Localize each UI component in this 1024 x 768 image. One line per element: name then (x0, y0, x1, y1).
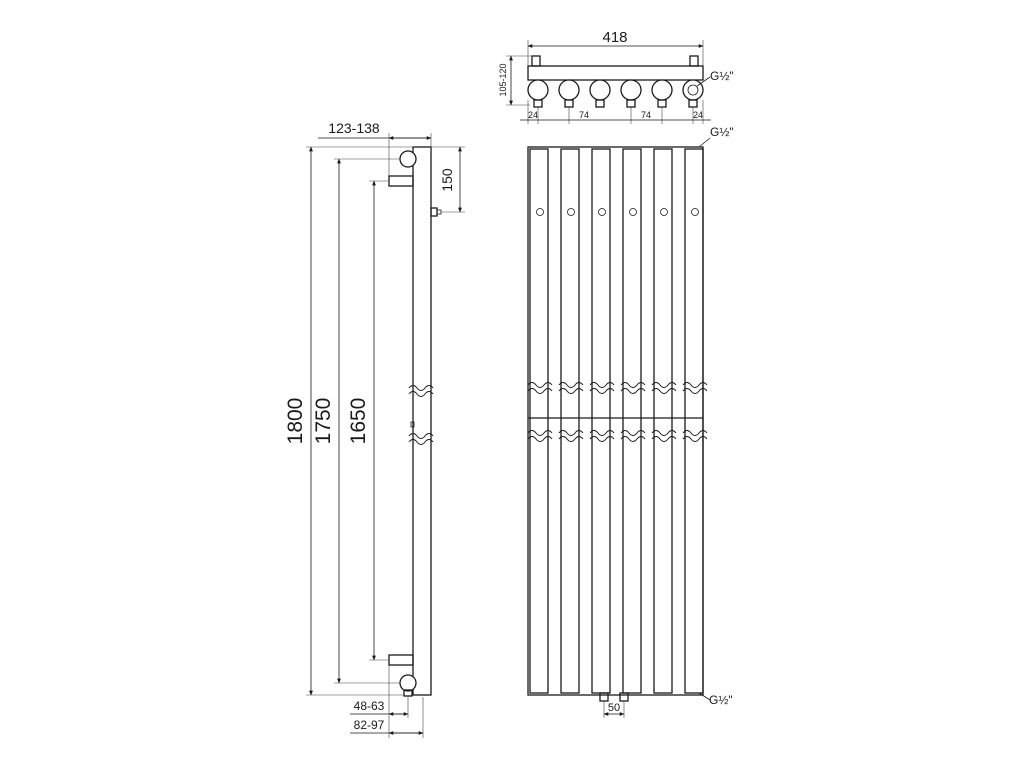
front-tube-6 (682, 148, 708, 694)
front-view: G½" G½" 50 (527, 125, 734, 718)
front-bottom-connection-label: G½" (709, 693, 733, 707)
front-top-leader (698, 137, 711, 148)
side-break-bottom (408, 433, 434, 439)
top-connection-label: G½" (710, 69, 734, 83)
side-break-top-2 (408, 391, 434, 397)
dim-depth: 105-120 (498, 63, 508, 96)
front-top-connection-label: G½" (710, 125, 734, 139)
dim-pitch-right: 74 (641, 110, 651, 120)
bottom-inlet (599, 692, 609, 702)
top-vent-cap (399, 150, 417, 168)
side-break-top (408, 385, 434, 391)
bottom-wall-bracket (388, 654, 414, 666)
top-tube-3 (589, 79, 611, 108)
dim-depth-range: 123-138 (328, 120, 380, 136)
top-view-tubes (527, 79, 704, 108)
front-tube-2 (558, 148, 584, 694)
top-tube-2 (558, 79, 580, 108)
dim-total-width: 418 (602, 29, 627, 46)
top-tube-4 (620, 79, 642, 108)
top-tube-5 (651, 79, 673, 108)
bottom-outlet (619, 692, 629, 702)
front-tube-3 (589, 148, 615, 694)
side-valve (430, 207, 438, 217)
top-left-post (531, 55, 541, 67)
front-tubes (527, 148, 708, 694)
dim-edge-right: 24 (693, 110, 703, 120)
side-view: 1800 1750 1650 123-138 150 48-63 82-97 (284, 120, 465, 738)
top-right-post (689, 55, 699, 67)
top-connection-leader (696, 76, 711, 87)
front-tube-1 (527, 148, 553, 694)
front-tube-5 (651, 148, 677, 694)
dim-pitch-left: 74 (579, 110, 589, 120)
dim-bottom-spacing: 50 (608, 702, 620, 714)
top-wall-bracket (388, 175, 414, 187)
front-frame (527, 146, 704, 696)
dim-wall-offset-outer: 82-97 (354, 718, 385, 732)
side-mid-mark (410, 421, 415, 428)
top-view-body (527, 65, 704, 81)
side-break-bottom-2 (408, 439, 434, 445)
dim-top-offset: 150 (439, 168, 455, 192)
dim-wall-offset-inner: 48-63 (354, 699, 385, 713)
top-tube-1 (527, 79, 549, 108)
dim-overall-height: 1800 (284, 398, 307, 445)
dim-edge-left: 24 (528, 110, 538, 120)
front-bottom-leader (698, 692, 711, 701)
front-tube-4 (620, 148, 646, 694)
side-radiator-body (412, 146, 432, 696)
top-view: 418 105-120 24 74 74 24 G½" (498, 29, 734, 124)
dim-bracket-spacing: 1650 (347, 398, 370, 445)
bottom-cap (399, 674, 417, 692)
dim-center-height: 1750 (312, 398, 335, 445)
